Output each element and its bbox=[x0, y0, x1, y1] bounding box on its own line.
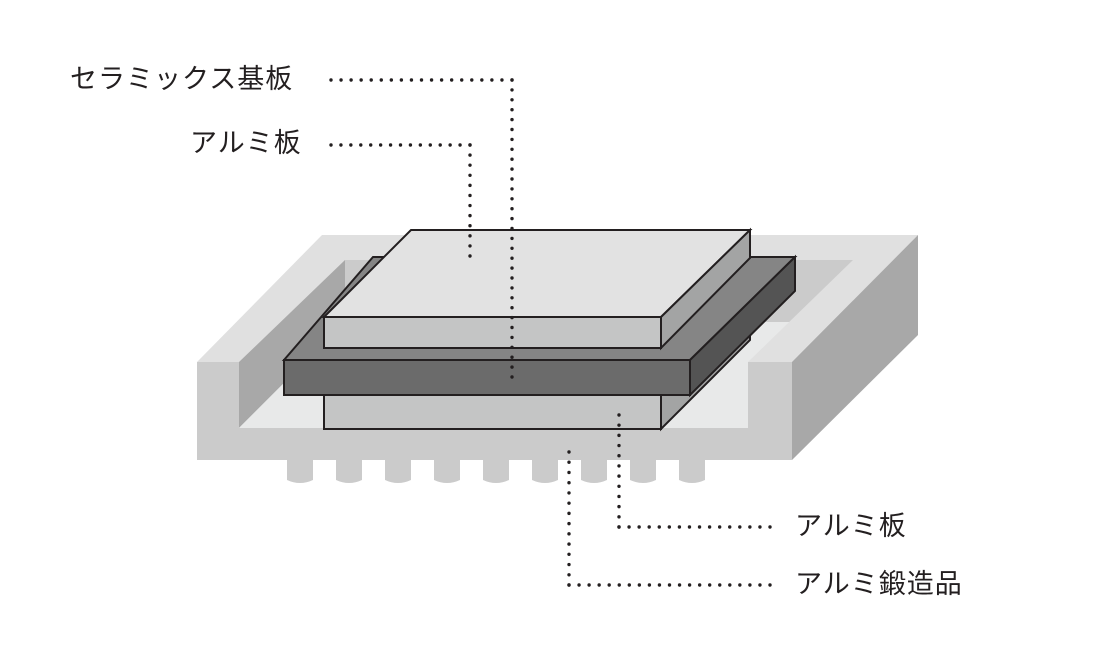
leader-forging-horizontal bbox=[567, 583, 772, 587]
pin bbox=[336, 455, 362, 483]
leader-alplate-top-vertical bbox=[468, 143, 472, 258]
label-aluminum-forging: アルミ鍛造品 bbox=[795, 569, 963, 600]
label-aluminum-plate-bottom: アルミ板 bbox=[795, 511, 907, 542]
housing-side-face bbox=[792, 235, 918, 460]
leader-ceramic-vertical bbox=[510, 78, 514, 379]
pin bbox=[434, 455, 460, 483]
ceramic-substrate bbox=[321, 227, 753, 351]
pin bbox=[630, 455, 656, 483]
pin bbox=[581, 455, 607, 483]
leader-forging-vertical bbox=[567, 450, 571, 587]
housing-front-face bbox=[197, 362, 792, 460]
housing-pins bbox=[287, 455, 705, 483]
pin bbox=[385, 455, 411, 483]
leader-alplate-top-horizontal bbox=[329, 143, 472, 147]
label-aluminum-plate-top: アルミ板 bbox=[190, 128, 302, 159]
pin bbox=[532, 455, 558, 483]
cavity-left-wall bbox=[239, 260, 345, 428]
label-ceramic-substrate: セラミックス基板 bbox=[70, 64, 294, 95]
pin bbox=[483, 455, 509, 483]
leader-ceramic-horizontal bbox=[329, 78, 514, 82]
leader-alplate-bottom-horizontal bbox=[617, 525, 772, 529]
leader-alplate-bottom-vertical bbox=[617, 413, 621, 529]
pin bbox=[679, 455, 705, 483]
pin bbox=[287, 455, 313, 483]
